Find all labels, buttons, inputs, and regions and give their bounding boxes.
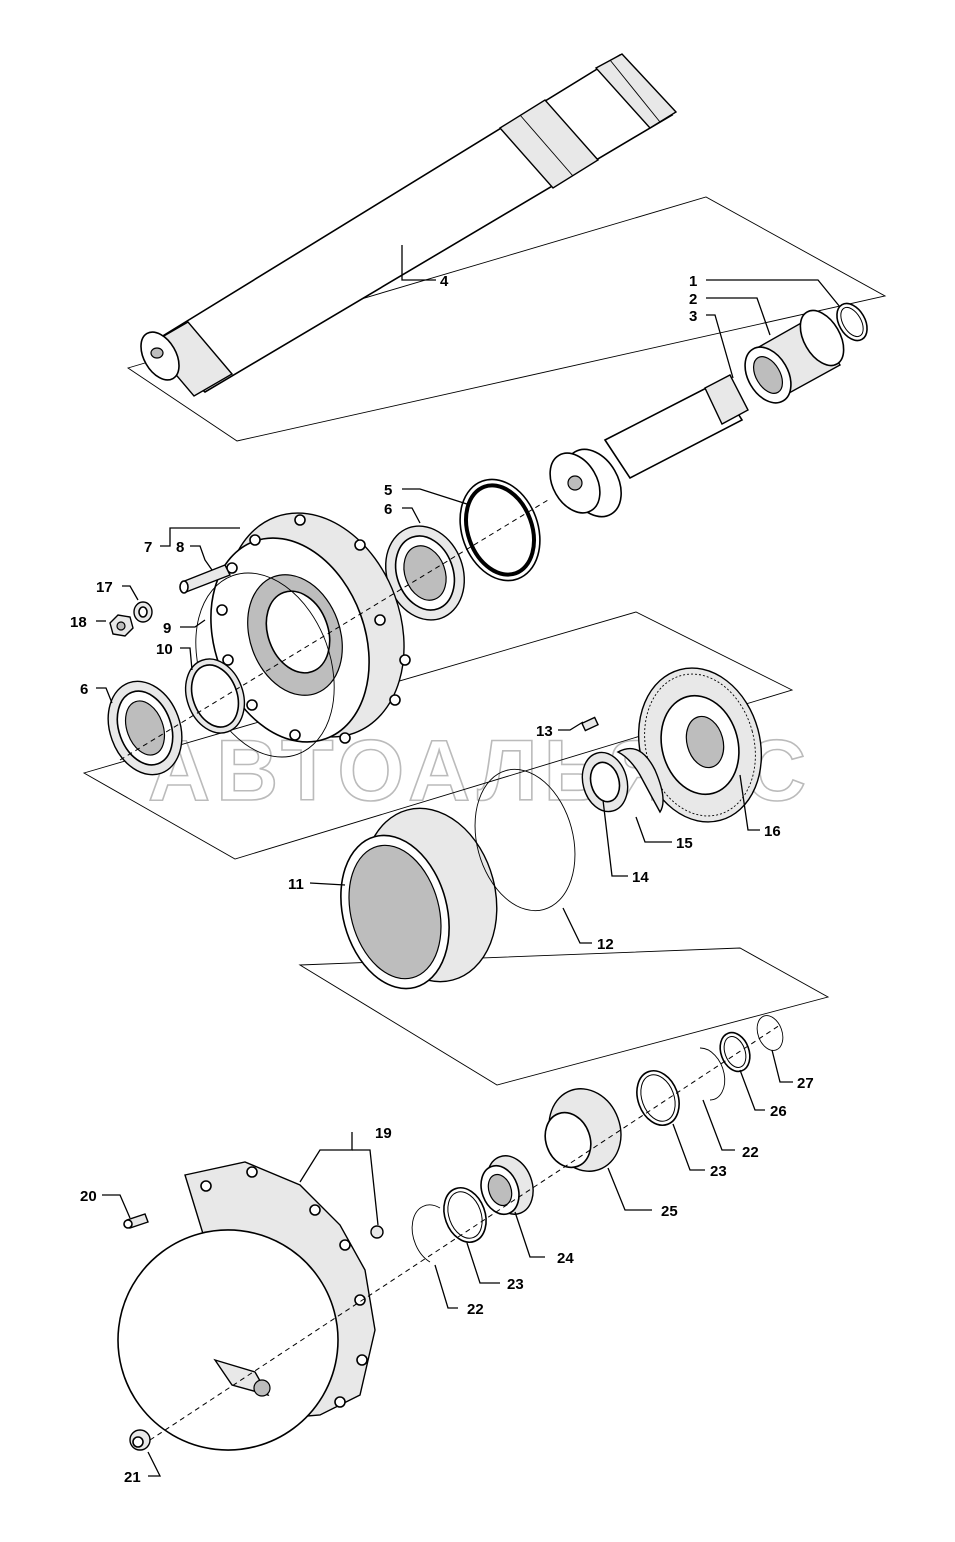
shim-part-23-upper — [636, 1070, 680, 1126]
callout-6-upper: 6 — [384, 501, 392, 518]
leader-lines — [96, 245, 841, 1477]
plane-ring-group — [298, 947, 830, 1086]
callout-26: 26 — [770, 1103, 787, 1120]
callout-18: 18 — [70, 614, 87, 631]
drain-plug-part-21 — [129, 1429, 151, 1451]
callout-20: 20 — [80, 1188, 97, 1205]
snap-ring-part-1 — [836, 302, 868, 342]
callout-3: 3 — [689, 308, 697, 325]
callout-23-upper: 23 — [710, 1163, 727, 1180]
lock-ring-part-14 — [581, 751, 629, 813]
snap-ring-part-22-lower — [411, 1204, 441, 1263]
axle-shaft-part-4 — [140, 53, 678, 397]
callout-25: 25 — [661, 1203, 678, 1220]
callout-21: 21 — [124, 1469, 141, 1486]
washer-part-17 — [133, 601, 153, 623]
ring-gear-part-11 — [340, 807, 498, 990]
shim-part-26 — [719, 1031, 751, 1073]
callout-22-upper: 22 — [742, 1144, 759, 1161]
bearing-part-24 — [480, 1155, 534, 1216]
callout-2: 2 — [689, 291, 697, 308]
callout-4: 4 — [440, 273, 449, 290]
callout-24: 24 — [557, 1250, 574, 1267]
callout-10: 10 — [156, 641, 173, 658]
plug-part-19-small — [370, 1225, 384, 1239]
plane-hub-group — [82, 611, 794, 860]
stud-part-8 — [179, 564, 231, 594]
seal-ring-part-5 — [459, 478, 541, 582]
snap-ring-part-22-upper — [699, 1047, 726, 1101]
callout-17: 17 — [96, 579, 113, 596]
callout-9: 9 — [163, 620, 171, 637]
callout-22-lower: 22 — [467, 1301, 484, 1318]
callout-12: 12 — [597, 936, 614, 953]
wheel-hub-part-7 — [210, 512, 411, 744]
callout-27: 27 — [797, 1075, 814, 1092]
plane-shaft-group — [126, 196, 887, 442]
callout-15: 15 — [676, 835, 693, 852]
bearing-part-6-lower — [107, 680, 183, 776]
callout-14: 14 — [632, 869, 649, 886]
callout-8: 8 — [176, 539, 184, 556]
callout-1: 1 — [689, 273, 697, 290]
planet-carrier-part-16 — [637, 667, 763, 823]
bolt-part-13 — [581, 716, 599, 732]
callout-16: 16 — [764, 823, 781, 840]
sleeve-part-2 — [744, 309, 845, 404]
snap-ring-part-27 — [756, 1015, 784, 1051]
callout-6-lower: 6 — [80, 681, 88, 698]
nut-part-18 — [109, 614, 134, 637]
bearing-race-part-10 — [184, 658, 246, 734]
callout-19: 19 — [375, 1125, 392, 1142]
sun-gear-part-25 — [544, 1088, 622, 1172]
callout-11: 11 — [288, 876, 304, 893]
snap-ring-part-12 — [474, 768, 576, 912]
bolt-part-20 — [123, 1213, 149, 1229]
callout-labels: 4 1 2 3 5 6 7 8 17 18 9 10 6 13 15 16 14… — [70, 273, 814, 1486]
callout-5: 5 — [384, 482, 392, 499]
pinion-shaft-part-3 — [549, 374, 749, 518]
axis-line-hub — [119, 499, 549, 761]
callout-23-lower: 23 — [507, 1276, 524, 1293]
bearing-part-6-upper — [384, 525, 466, 621]
housing-cover-part-19 — [117, 1161, 376, 1451]
callout-7: 7 — [144, 539, 152, 556]
callout-13: 13 — [536, 723, 553, 740]
thrust-washer-part-15 — [616, 747, 664, 814]
